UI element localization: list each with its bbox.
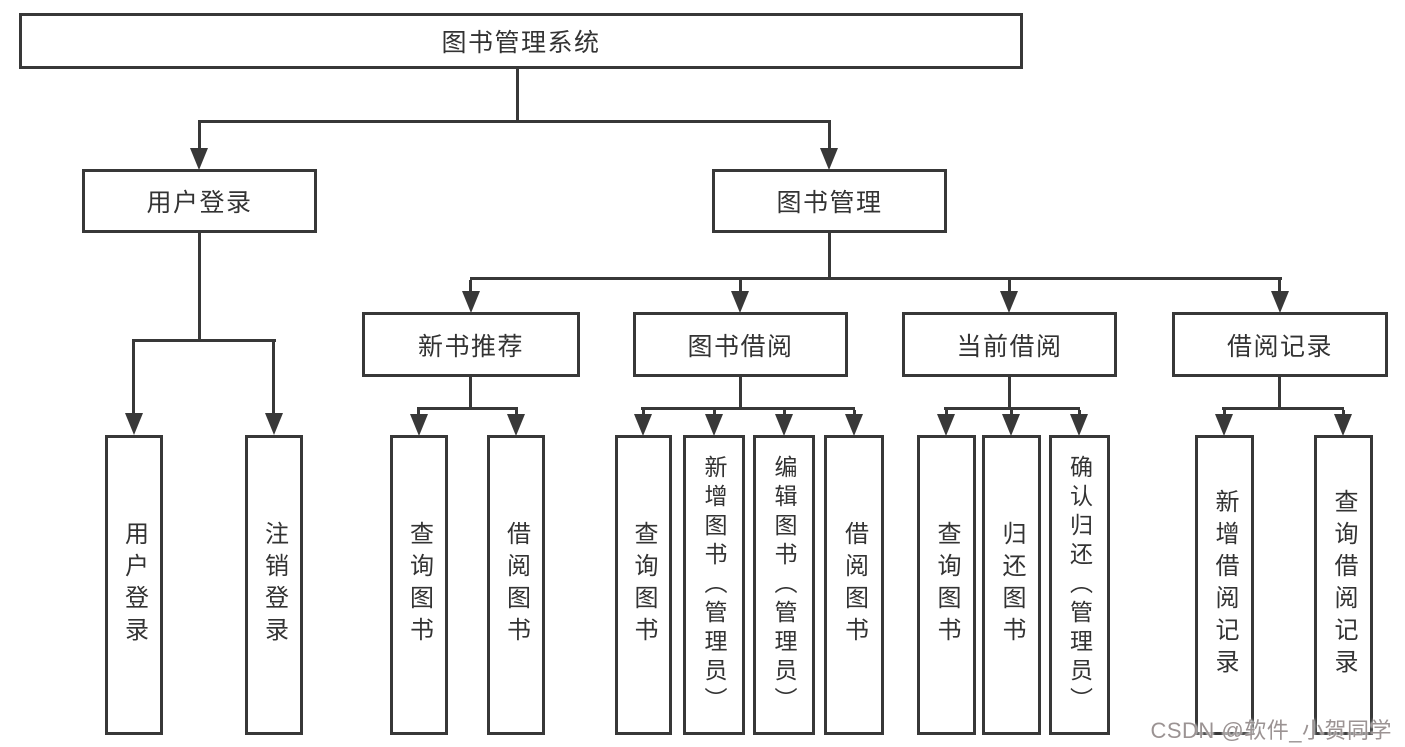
leaf-confirm-return-admin: 确认归还（管理员） — [1049, 435, 1110, 735]
connector-g4-h — [1222, 407, 1344, 410]
leaf-borrow-books-borrow: 借阅图书 — [824, 435, 884, 735]
connector-mgmt-stub-4 — [1278, 280, 1281, 292]
connector-g2-stub-2 — [713, 410, 716, 417]
arrow-to-current-borrow — [1000, 291, 1018, 313]
connector-g2-stub-4 — [853, 410, 856, 417]
node-current-borrow-label: 当前借阅 — [956, 332, 1063, 361]
connector-root-v — [516, 69, 519, 120]
connector-g1-h — [417, 407, 518, 410]
leaf-user-login: 用户登录 — [105, 435, 163, 735]
node-book-management: 图书管理 — [712, 169, 947, 233]
leaf-label: 编辑图书（管理员） — [771, 454, 797, 716]
connector-mgmt-v — [828, 233, 831, 277]
leaf-label: 用户登录 — [120, 521, 148, 649]
leaf-label: 借阅图书 — [840, 521, 868, 649]
leaf-query-books-current: 查询图书 — [917, 435, 976, 735]
connector-g3-h — [944, 407, 1080, 410]
arrow-g2-4 — [845, 414, 863, 436]
connector-login-v — [198, 233, 201, 339]
leaf-label: 新增借阅记录 — [1211, 489, 1238, 681]
arrow-to-leaf-logout — [265, 413, 283, 435]
connector-g1-v — [469, 377, 472, 407]
node-user-login: 用户登录 — [82, 169, 317, 233]
arrow-to-book-management — [820, 148, 838, 170]
arrow-to-borrow-records — [1271, 291, 1289, 313]
arrow-g2-2 — [705, 414, 723, 436]
connector-g3-v — [1008, 377, 1011, 407]
leaf-query-books-borrow: 查询图书 — [615, 435, 672, 735]
node-new-book-recommend: 新书推荐 — [362, 312, 580, 377]
connector-g2-v — [739, 377, 742, 407]
leaf-label: 归还图书 — [998, 521, 1025, 649]
connector-g1-stub-1 — [417, 410, 420, 417]
leaf-label: 新增图书（管理员） — [701, 454, 727, 716]
node-new-book-recommend-label: 新书推荐 — [417, 332, 524, 361]
connector-login-stub-1 — [132, 342, 135, 415]
connector-mgmt-stub-2 — [739, 280, 742, 292]
leaf-label: 查询图书 — [405, 521, 433, 649]
connector-g1-stub-2 — [515, 410, 518, 417]
node-borrow-records-label: 借阅记录 — [1226, 332, 1333, 361]
connector-l1-stub-mgmt — [828, 123, 831, 150]
leaf-add-book-admin: 新增图书（管理员） — [683, 435, 745, 735]
arrow-to-leaf-user-login — [125, 413, 143, 435]
connector-g4-stub-2 — [1342, 410, 1345, 417]
leaf-add-borrow-record: 新增借阅记录 — [1195, 435, 1254, 735]
connector-g2-stub-1 — [642, 410, 645, 417]
leaf-query-books-recommend: 查询图书 — [390, 435, 448, 735]
connector-g2-stub-3 — [783, 410, 786, 417]
connector-mgmt-stub-3 — [1008, 280, 1011, 292]
connector-g2-h — [641, 407, 855, 410]
connector-mgmt-stub-1 — [469, 280, 472, 292]
node-user-login-label: 用户登录 — [146, 189, 253, 217]
node-book-borrow: 图书借阅 — [633, 312, 848, 377]
node-borrow-records: 借阅记录 — [1172, 312, 1388, 377]
leaf-borrow-books-recommend: 借阅图书 — [487, 435, 545, 735]
leaf-label: 借阅图书 — [502, 521, 530, 649]
watermark: CSDN @软件_小贺同学 — [1150, 718, 1392, 743]
connector-login-h — [132, 339, 276, 342]
arrow-g4-2 — [1334, 414, 1352, 436]
connector-g3-stub-2 — [1010, 410, 1013, 417]
arrow-g2-1 — [634, 414, 652, 436]
leaf-logout: 注销登录 — [245, 435, 303, 735]
arrow-g3-3 — [1070, 414, 1088, 436]
arrow-to-new-book-recommend — [462, 291, 480, 313]
connector-g4-stub-1 — [1223, 410, 1226, 417]
connector-mgmt-h — [470, 277, 1282, 280]
node-book-borrow-label: 图书借阅 — [687, 332, 794, 361]
node-current-borrow: 当前借阅 — [902, 312, 1117, 377]
arrow-to-book-borrow — [731, 291, 749, 313]
connector-l1-stub-login — [198, 123, 201, 150]
leaf-label: 查询图书 — [933, 521, 960, 649]
connector-g4-v — [1278, 377, 1281, 407]
connector-g3-stub-1 — [945, 410, 948, 417]
arrow-g4-1 — [1215, 414, 1233, 436]
leaf-query-borrow-record: 查询借阅记录 — [1314, 435, 1373, 735]
leaf-label: 查询借阅记录 — [1330, 489, 1357, 681]
arrow-g2-3 — [775, 414, 793, 436]
arrow-g1-2 — [507, 414, 525, 436]
node-book-management-label: 图书管理 — [776, 189, 883, 217]
connector-g3-stub-3 — [1078, 410, 1081, 417]
node-root-label: 图书管理系统 — [441, 29, 601, 57]
connector-login-stub-2 — [272, 342, 275, 415]
connector-l1-h — [198, 120, 831, 123]
leaf-label: 查询图书 — [630, 521, 657, 649]
arrow-to-user-login — [190, 148, 208, 170]
node-root: 图书管理系统 — [19, 13, 1023, 69]
arrow-g3-1 — [937, 414, 955, 436]
leaf-edit-book-admin: 编辑图书（管理员） — [753, 435, 815, 735]
arrow-g3-2 — [1002, 414, 1020, 436]
arrow-g1-1 — [410, 414, 428, 436]
leaf-label: 注销登录 — [260, 521, 288, 649]
leaf-label: 确认归还（管理员） — [1066, 454, 1093, 716]
leaf-return-books: 归还图书 — [982, 435, 1041, 735]
